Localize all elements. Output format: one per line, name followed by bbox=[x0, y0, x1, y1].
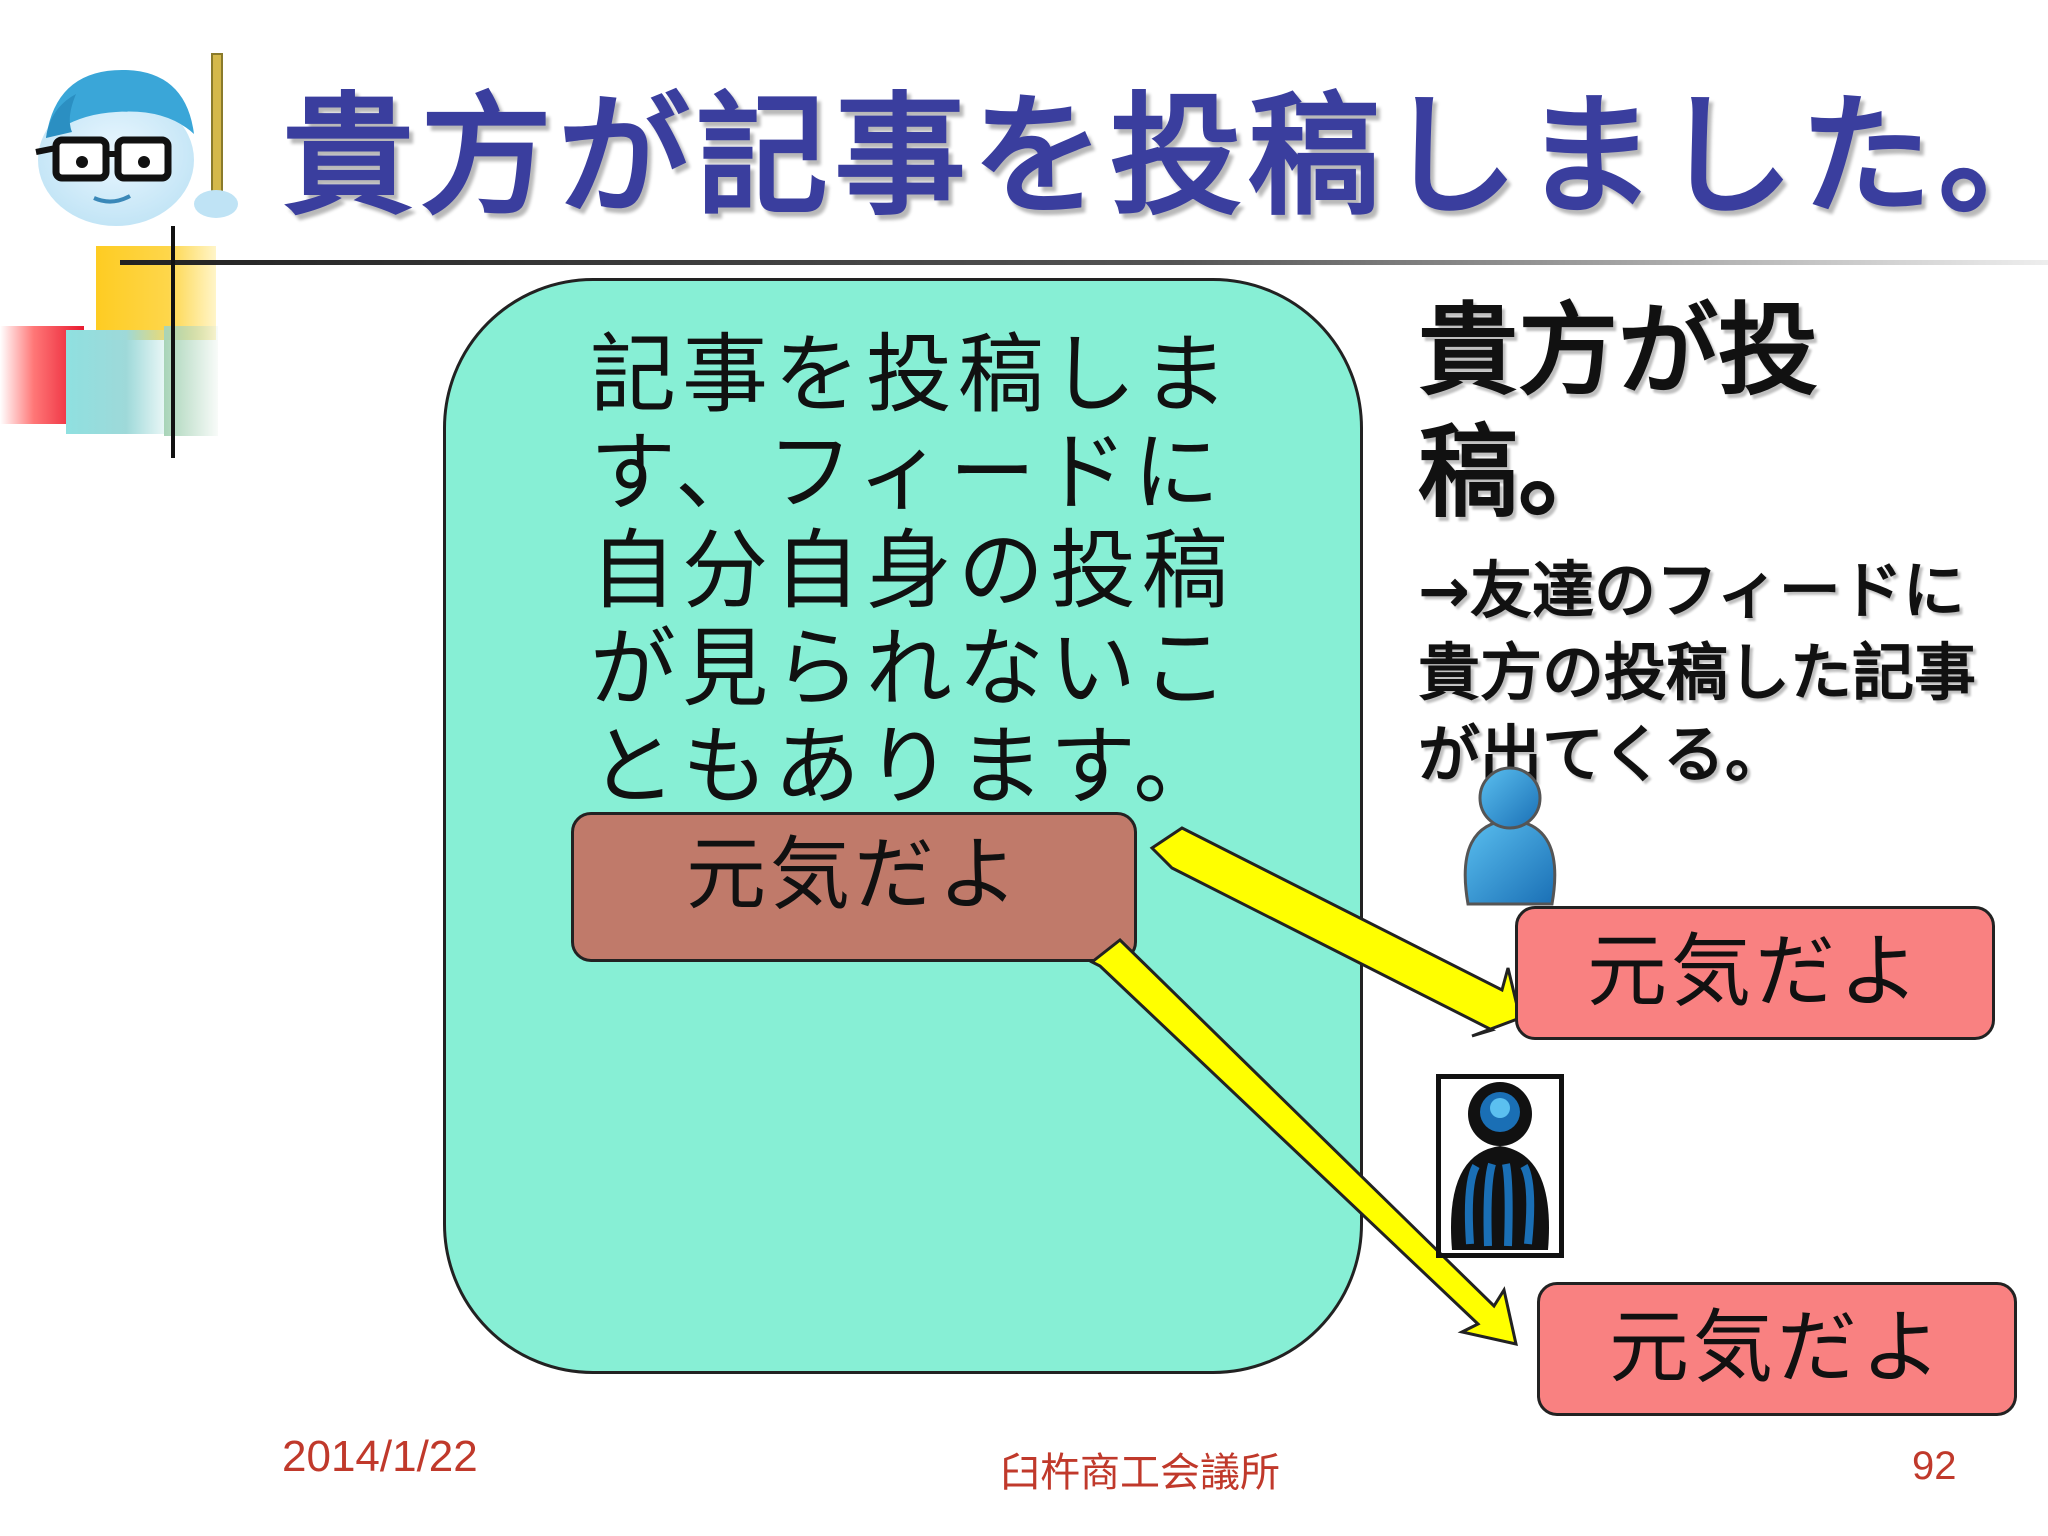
own-post-card: 元気だよ bbox=[571, 812, 1137, 962]
side-heading: 貴方が投稿。 bbox=[1418, 292, 1818, 531]
decorative-vertical-line bbox=[171, 226, 175, 458]
slide-title: 貴方が記事を投稿しました。 bbox=[282, 80, 2048, 234]
friend-post-card: 元気だよ bbox=[1515, 906, 1995, 1040]
friend-post-card: 元気だよ bbox=[1537, 1282, 2017, 1416]
footer-organization: 臼杵商工会議所 bbox=[1000, 1451, 1280, 1495]
feed-description: 記事を投稿します、フィードに自分自身の投稿が見られないこともあります。 bbox=[590, 325, 1234, 817]
teacher-mascot-icon bbox=[35, 53, 238, 226]
side-note: →友達のフィードに貴方の投稿した記事が出てくる。 bbox=[1418, 554, 1977, 791]
footer-page-number: 92 bbox=[1912, 1444, 1957, 1488]
arrow-to-friend-2 bbox=[1089, 938, 1518, 1346]
decorative-teal-block bbox=[66, 330, 166, 434]
title-underline bbox=[120, 260, 2048, 265]
person-icon bbox=[1436, 1074, 1564, 1258]
footer-date: 2014/1/22 bbox=[282, 1432, 478, 1481]
person-icon bbox=[1463, 766, 1557, 906]
